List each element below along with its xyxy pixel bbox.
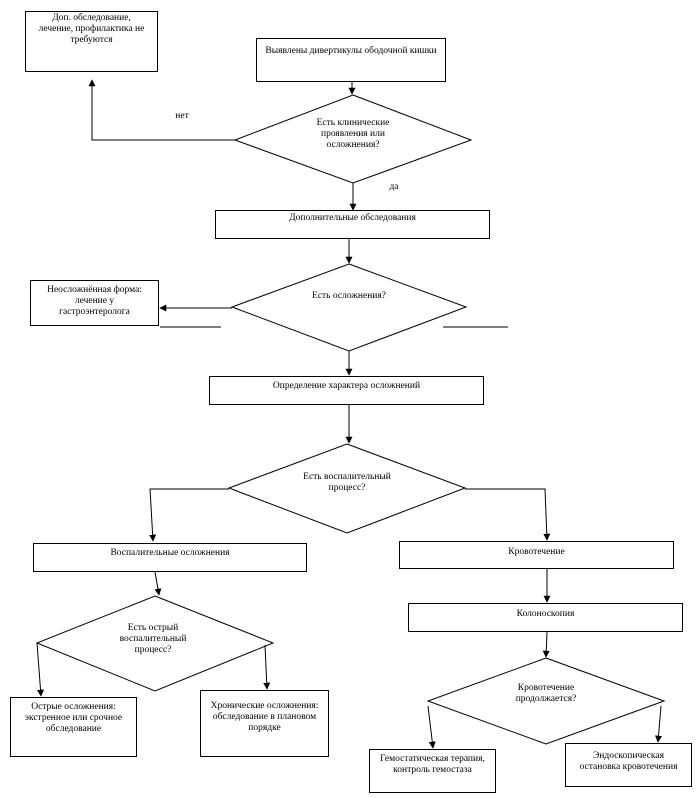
edge-label-no: нет — [175, 111, 189, 121]
box-acute-complications: Острые осложнения: экстренное или срочно… — [10, 697, 137, 757]
arrow-to-inflammatory — [149, 488, 229, 542]
box-colonoscopy: Колоноскопия — [408, 603, 683, 632]
box-inflammatory-complications: Воспалительные осложнения — [33, 543, 307, 572]
box-diverticula-detected: Выявлены дивертикулы ободочной кишки — [256, 38, 446, 82]
decision-complications-text: Есть осложнения? — [312, 291, 386, 301]
box-hemostatic-therapy: Гемостатическая терапия, контроль гемост… — [369, 749, 496, 793]
decision-bleeding-diamond — [426, 657, 666, 745]
decision-acute-text: Есть острый воспалительный процесс? — [119, 623, 187, 655]
box-additional-exams: Дополнительные обследования — [215, 210, 490, 239]
arrow-to-hemostatic — [427, 705, 436, 749]
decision-bleeding-text: Кровотечение продолжается? — [515, 683, 577, 704]
box-chronic-complications: Хронические осложнения: обследование в п… — [200, 690, 329, 757]
arrow-to-acute-box — [36, 642, 45, 697]
arrow-to-bleeding — [465, 488, 551, 541]
decision-clinical-text: Есть клинические проявления или осложнен… — [316, 118, 390, 150]
decision-acute-diamond — [35, 595, 275, 692]
box-determine-complications: Определение характера осложнений — [209, 376, 484, 405]
arrow-colonoscopy-to-bleeding-q — [542, 631, 550, 658]
decision-inflammatory-text: Есть воспалительный процесс? — [303, 472, 391, 493]
box-bleeding: Кровотечение — [399, 541, 674, 569]
decision-inflammatory-diamond — [227, 443, 467, 534]
box-uncomplicated-form: Неосложнённая форма: лечение у гастроэнт… — [30, 280, 159, 326]
box-no-further-action: Доп. обследование, лечение, профилактика… — [25, 11, 158, 72]
arrow-inflammatory-to-acute — [154, 571, 162, 596]
arrow-to-chronic-box — [263, 644, 271, 690]
decision-complications-diamond — [230, 263, 468, 352]
arrow-to-endoscopic — [655, 705, 663, 743]
box-endoscopic-stop: Эндоскопическая остановка кровотечения — [565, 743, 692, 787]
arrow-no-to-nofurther — [88, 79, 235, 141]
edge-label-yes: да — [389, 182, 399, 192]
